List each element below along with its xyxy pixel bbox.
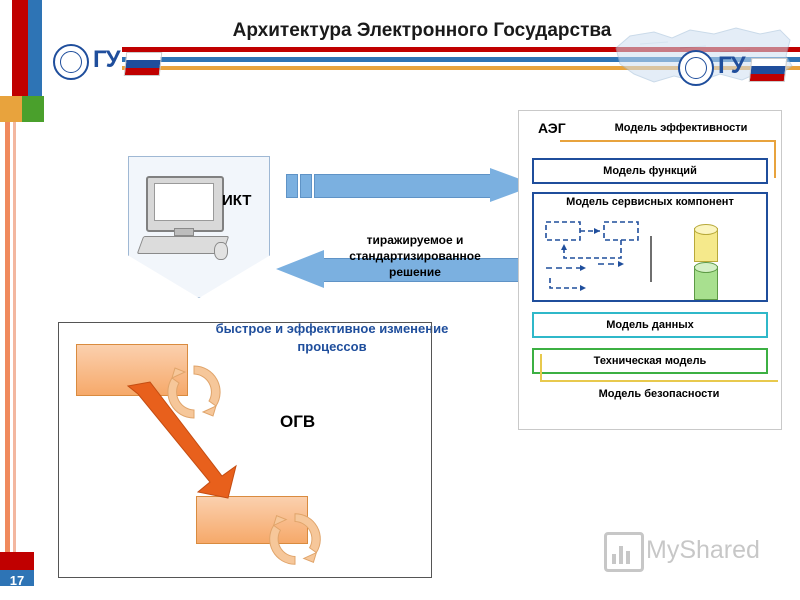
model-box-functions: Модель функций (532, 158, 768, 184)
model-box-technical: Техническая модель (532, 348, 768, 374)
security-bracket-bottom (540, 380, 778, 382)
ikt-label: ИКТ (222, 192, 252, 209)
russian-flag-icon-right (748, 58, 788, 82)
cycle-arrows-icon-bottom (269, 513, 321, 565)
model-box-data: Модель данных (532, 312, 768, 338)
left-accent-red (12, 0, 28, 118)
data-store-green-icon (694, 262, 718, 300)
cycle-arrows-icon-top (167, 365, 221, 419)
process-box-bottom (196, 496, 308, 544)
footer-accent-blue (0, 570, 34, 586)
left-accent-orange (0, 96, 22, 122)
organization-logo-right: ГУ (672, 48, 792, 86)
aeg-title: АЭГ (538, 120, 566, 136)
arrow-right-to-aeg (314, 168, 536, 202)
efficiency-bracket-top (560, 140, 776, 142)
ogv-container (58, 322, 432, 578)
title-rule-red (122, 47, 800, 52)
logo-emblem-icon (53, 44, 89, 80)
data-store-yellow-icon (694, 224, 718, 262)
russian-flag-icon (123, 52, 163, 76)
left-vertical-rule (5, 122, 10, 552)
organization-logo-left: ГУ (47, 42, 167, 82)
logo-emblem-icon-right (678, 50, 714, 86)
chart-bars-icon (604, 532, 644, 572)
myshared-watermark: MyShared (604, 528, 789, 576)
efficiency-bracket-right (774, 140, 776, 178)
myshared-text: MyShared (646, 536, 760, 564)
fast-process-change-caption: быстрое и эффективное изменение процессо… (215, 321, 449, 354)
security-bracket-left (540, 354, 542, 382)
title-rule-blue (122, 57, 800, 62)
logo-right-text: ГУ (718, 52, 746, 79)
model-box-service-components-label: Модель сервисных компонент (566, 196, 734, 208)
service-diagram-divider (650, 236, 652, 282)
logo-left-text: ГУ (93, 46, 121, 73)
arrow-left-from-aeg (276, 250, 526, 288)
left-accent-blue (28, 0, 42, 96)
service-flow-diagram-icon (545, 221, 639, 291)
replicable-solution-caption: тиражируемое и стандартизированное решен… (349, 233, 481, 279)
transformation-arrow-icon (126, 381, 237, 499)
arrow-dash-segment-1 (286, 174, 298, 198)
left-vertical-rule-light (13, 122, 16, 552)
ogv-label: ОГВ (280, 412, 316, 431)
title-rule-orange (122, 66, 800, 70)
footer-accent-red (0, 552, 34, 570)
page-title: Архитектура Электронного Государства (232, 20, 612, 41)
aeg-efficiency-label: Модель эффективности (614, 122, 748, 134)
page-number: 17 (9, 572, 25, 588)
arrow-dash-segment-2 (300, 174, 312, 198)
desktop-computer-icon (136, 176, 236, 266)
aeg-security-label: Модель безопасности (598, 388, 720, 400)
left-accent-green (22, 96, 44, 122)
